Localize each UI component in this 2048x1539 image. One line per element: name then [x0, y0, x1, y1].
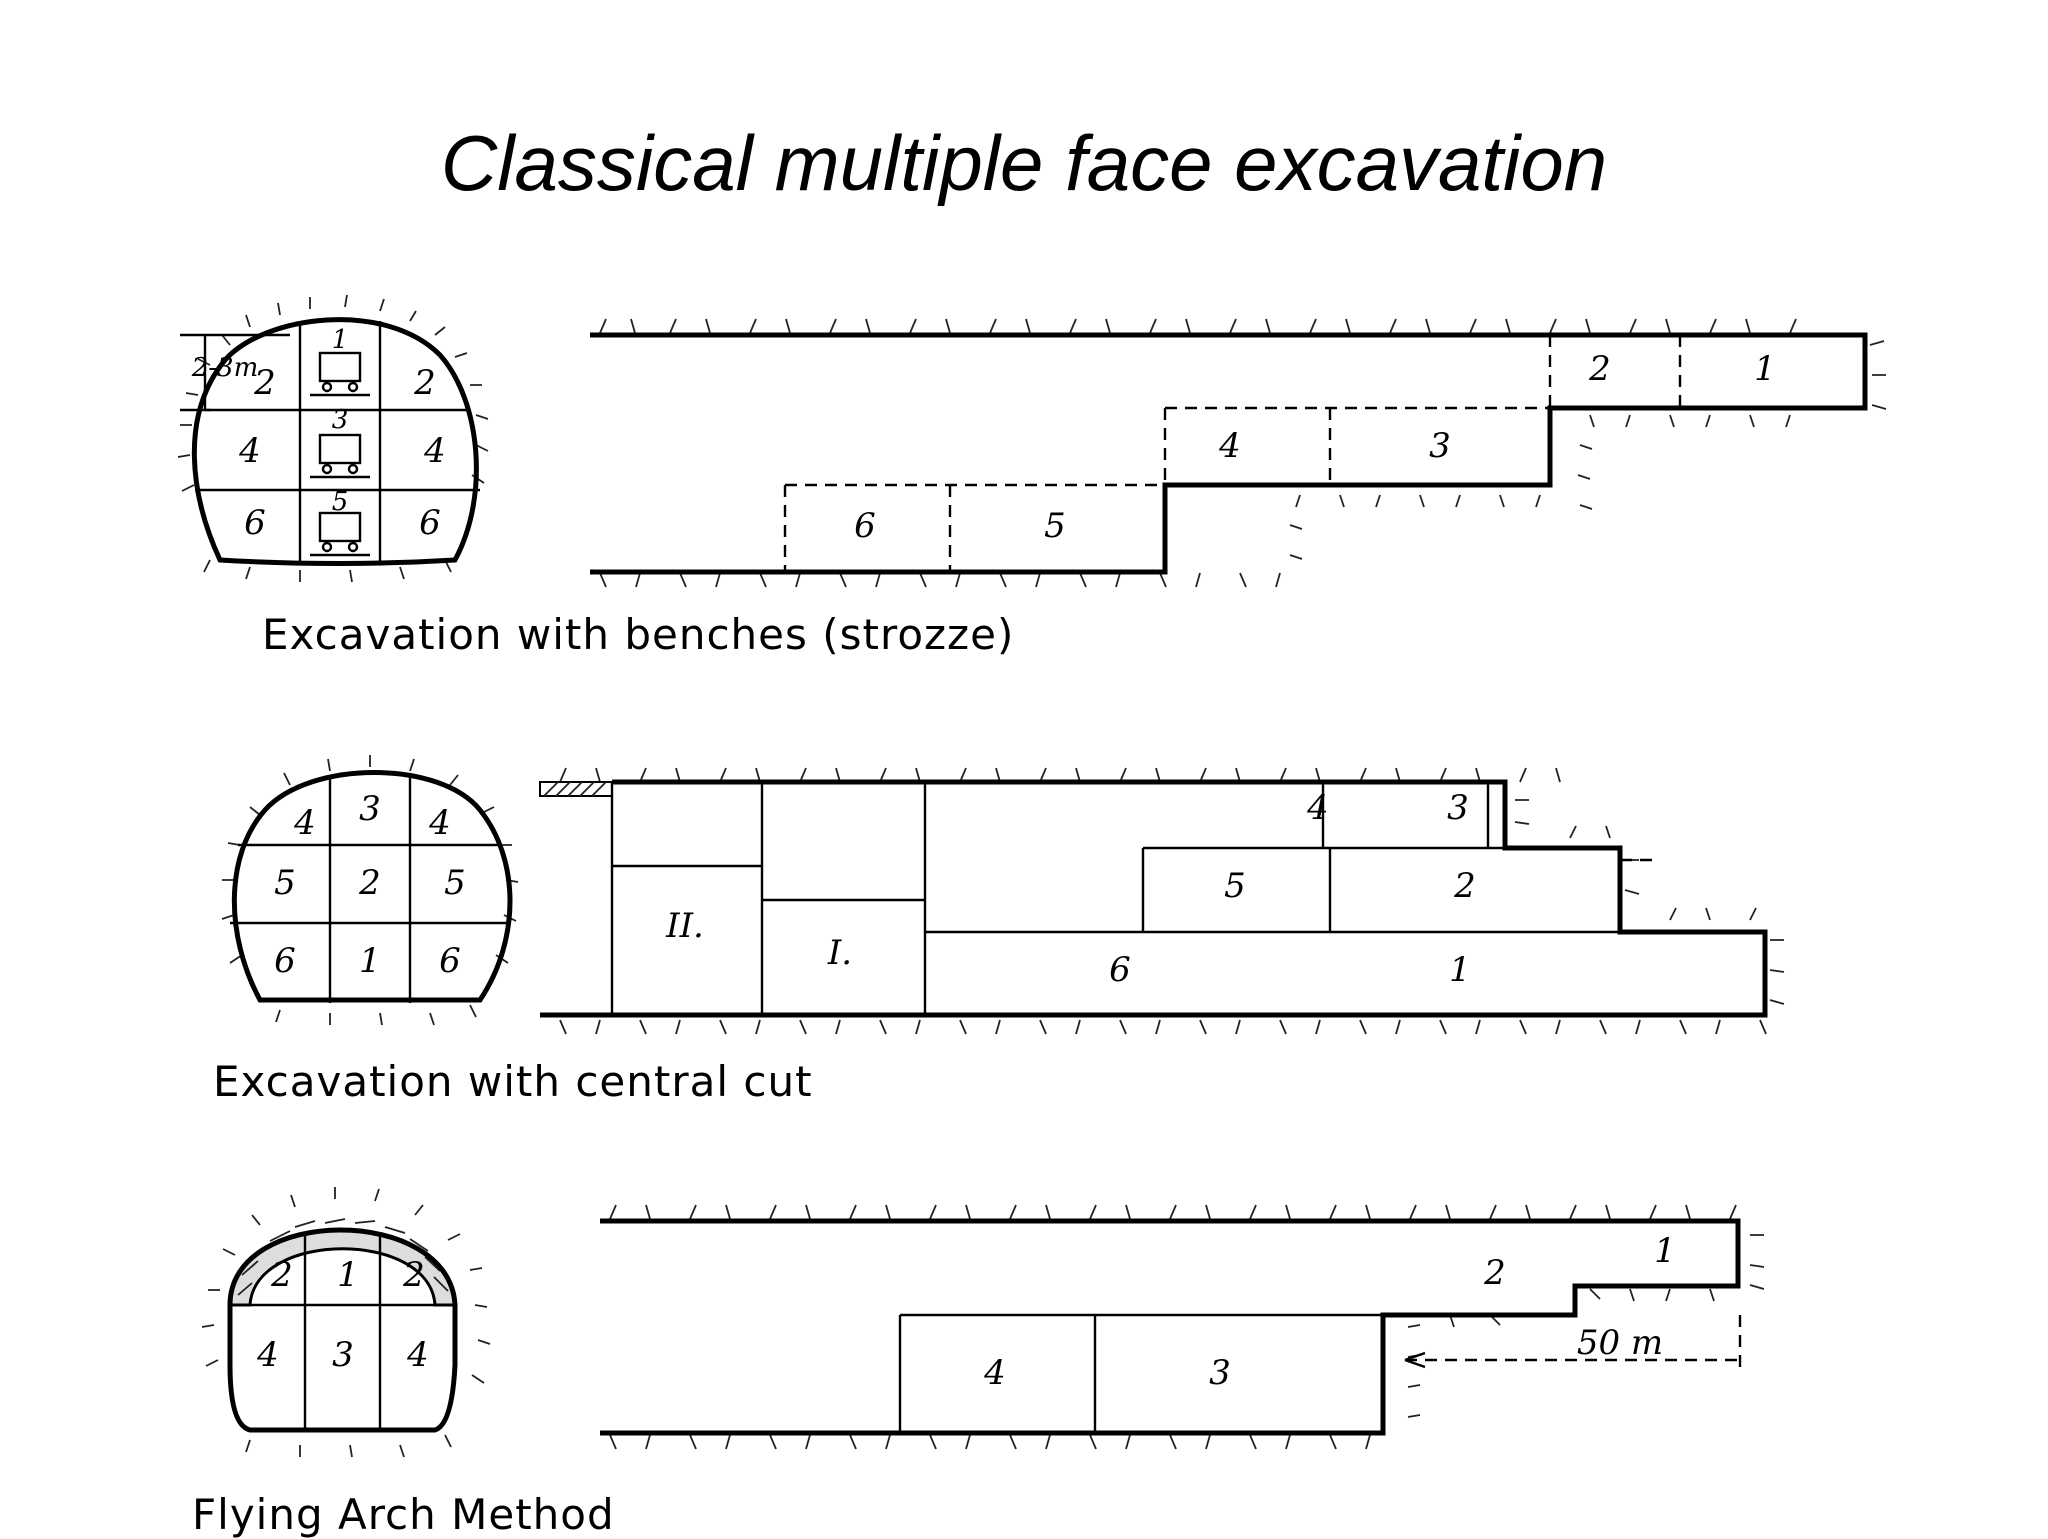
cell-label: 1 [337, 1255, 359, 1295]
cell-label: 6 [274, 941, 296, 981]
flying-arch-cross-section: 2 1 2 4 3 4 [201, 1187, 491, 1458]
cell-label: 1 [332, 325, 349, 355]
cell-label: 3 [332, 1335, 354, 1375]
cell-label: 6 [419, 503, 441, 543]
cell-label: 3 [359, 789, 381, 829]
section-caption: Excavation with central cut [213, 1057, 813, 1106]
cell-label: 4 [428, 803, 451, 843]
cell-label: 4 [238, 431, 261, 471]
benches-profile: 2 1 4 3 6 5 [590, 318, 1887, 588]
stage-label: 2 [1453, 866, 1476, 906]
cell-label: 2 [270, 1255, 293, 1295]
central-cut-cross-section: 3 4 4 5 2 5 6 1 6 [221, 755, 519, 1026]
cell-label: 3 [332, 405, 349, 435]
stage-label: 6 [854, 506, 876, 546]
stage-label: II. [665, 906, 704, 946]
stage-label: 3 [1209, 1353, 1231, 1393]
stage-label: 1 [1754, 349, 1776, 389]
stage-label: 4 [1306, 788, 1329, 828]
stage-label: 3 [1429, 426, 1451, 466]
flying-arch-profile: 1 2 4 3 50 m [600, 1204, 1765, 1450]
stage-label: 1 [1654, 1231, 1676, 1271]
rock-hatching [599, 318, 1887, 588]
stage-label: 2 [1588, 349, 1611, 389]
rock-hatching [221, 755, 519, 1026]
stage-label: I. [827, 933, 852, 973]
cell-label: 6 [244, 503, 266, 543]
slide-title: Classical multiple face excavation [440, 119, 1608, 207]
stage-label: 4 [983, 1353, 1006, 1393]
stage-label: 2 [1483, 1253, 1506, 1293]
section-caption: Flying Arch Method [192, 1490, 615, 1539]
central-cut-profile: II. I. 4 3 5 2 6 1 [539, 767, 1785, 1035]
cart-icon [310, 351, 370, 557]
cell-label: 4 [256, 1335, 279, 1375]
stage-label: 6 [1109, 950, 1131, 990]
rock-hatching [609, 1204, 1765, 1450]
cell-label: 6 [439, 941, 461, 981]
cell-label: 1 [359, 941, 381, 981]
cell-label: 2 [402, 1255, 425, 1295]
section-caption: Excavation with benches (strozze) [262, 610, 1015, 659]
rock-hatching [201, 1187, 491, 1458]
cell-label: 4 [423, 431, 446, 471]
cell-label: 2 [358, 863, 381, 903]
stage-label: 5 [1044, 506, 1066, 546]
cell-label: 4 [406, 1335, 429, 1375]
stage-label: 5 [1224, 866, 1246, 906]
dimension-label: 50 m [1577, 1323, 1663, 1363]
cell-label: 4 [293, 803, 316, 843]
cell-label: 2 [253, 363, 276, 403]
benches-cross-section: 1 2 2 3 4 4 5 6 6 2-3m [177, 294, 489, 583]
stage-label: 1 [1449, 950, 1471, 990]
stage-label: 4 [1218, 426, 1241, 466]
cell-label: 5 [444, 863, 466, 903]
dimension-label: 2-3m [191, 353, 259, 383]
cell-label: 5 [274, 863, 296, 903]
rock-hatching [559, 767, 1785, 1035]
cell-label: 5 [332, 487, 349, 517]
cell-label: 2 [413, 363, 436, 403]
stage-label: 3 [1447, 788, 1469, 828]
